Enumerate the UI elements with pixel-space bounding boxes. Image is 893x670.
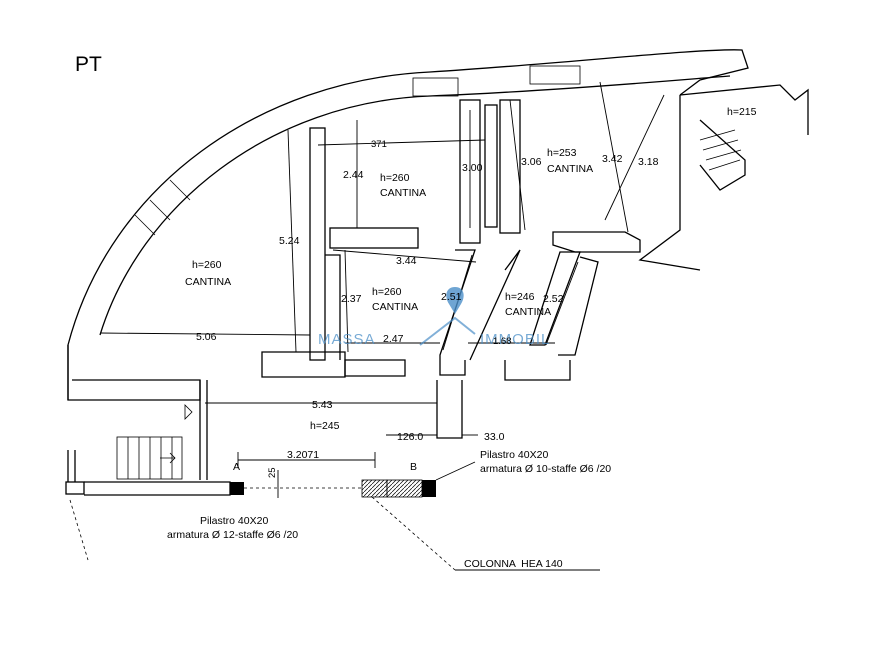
room-name: CANTINA [505,306,551,318]
pillar-b-title: Pilastro 40X20 [480,449,548,461]
pillar-b-spec: armatura Ø 10-staffe Ø6 /20 [480,463,611,475]
room-name: CANTINA [547,163,593,175]
column-note: COLONNA HEA 140 [464,558,563,570]
dimension-label: 3.2071 [287,449,319,461]
dimension-label: 5.43 [312,399,333,411]
watermark: MASSA IMMOBIL [318,287,550,348]
dimension-label: 2.52 [543,293,564,305]
dimension-label: 2.47 [383,333,404,345]
pillar-a-spec: armatura Ø 12-staffe Ø6 /20 [167,529,298,541]
dimension-label: 371 [371,139,387,150]
room-name: CANTINA [185,276,231,288]
interior-walls [199,99,641,480]
watermark-right: IMMOBIL [480,331,550,348]
room-height: h=253 [547,147,577,159]
pillar-a-title: Pilastro 40X20 [200,515,268,527]
dimension-label: 3.44 [396,255,417,267]
bottom-wall [65,450,600,571]
stair-bottom-left [116,404,193,480]
section-mark-b: B [410,461,417,473]
annotations: A B Pilastro 40X20 armatura Ø 10-staffe … [167,449,611,570]
room-height: h=245 [310,420,340,432]
room-height: h=260 [192,259,222,271]
room-labels: h=260 CANTINA h=260 CANTINA h=260 CANTIN… [185,106,757,432]
room-name: CANTINA [380,187,426,199]
dimension-label: 2.37 [341,293,362,305]
room-height: h=260 [380,172,410,184]
room-name: CANTINA [372,301,418,313]
dimension-label: 3.00 [462,162,483,174]
dimension-label: 126.0 [397,431,423,443]
floor-label: PT [75,53,102,76]
dimension-label: 5.24 [279,235,300,247]
dimension-label: 2.51 [441,291,462,303]
room-height: h=260 [372,286,402,298]
dimension-label: 33.0 [484,431,505,443]
dimension-label: 25 [267,467,278,478]
dimension-labels: 371 2.44 3.00 3.06 3.42 3.18 5.24 3.44 2… [196,139,659,478]
dimension-label: 3.42 [602,153,623,165]
dimension-label: 3.18 [638,156,659,168]
section-mark-a: A [233,461,240,473]
room-height: h=215 [727,106,757,118]
outer-wall [67,49,749,401]
dimension-label: 3.06 [521,156,542,168]
watermark-left: MASSA [318,331,376,348]
dimension-label: 2.44 [343,169,364,181]
dimension-label: 1.68 [493,336,512,347]
stair-top-right [638,84,809,271]
dimension-label: 5.06 [196,331,217,343]
room-height: h=246 [505,291,535,303]
dimension-lines [99,81,665,498]
